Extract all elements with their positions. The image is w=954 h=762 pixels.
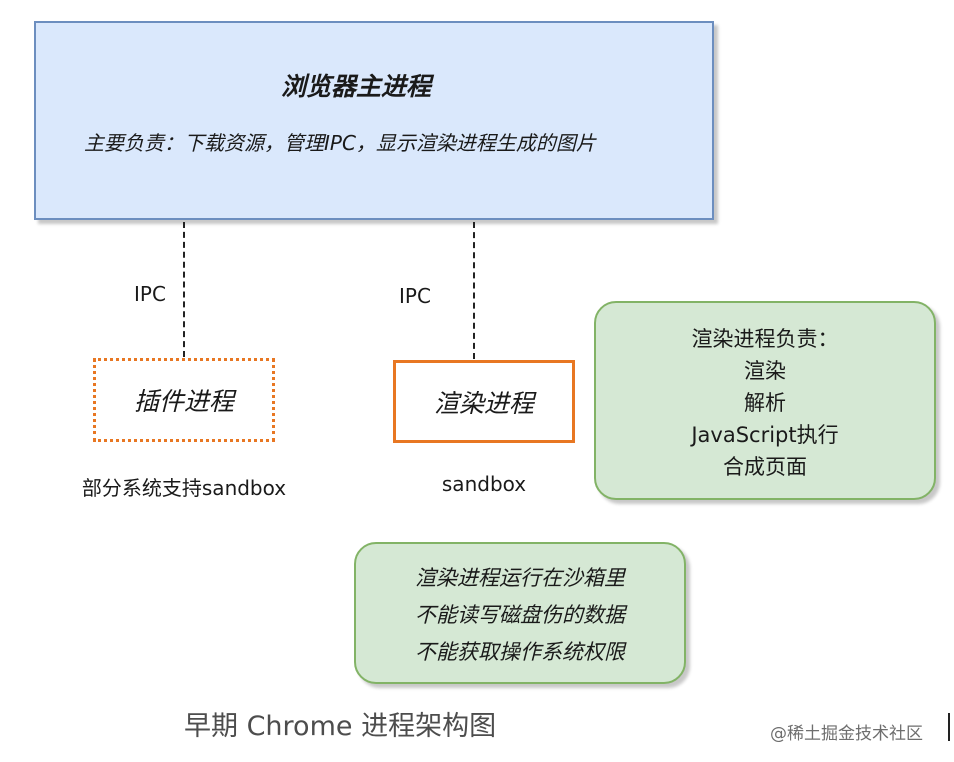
render-process-caption: sandbox: [441, 472, 527, 496]
plugin-process-caption: 部分系统支持sandbox: [81, 476, 287, 500]
ipc-label-plugin: IPC: [134, 282, 166, 306]
render-duties-line: 渲染进程负责：: [691, 327, 839, 351]
ipc-connector-plugin: [183, 222, 185, 357]
render-duties-line: 解析: [744, 391, 786, 415]
sandbox-note-line: 渲染进程运行在沙箱里: [415, 566, 625, 590]
main-process-description: 主要负责：下载资源，管理IPC，显示渲染进程生成的图片: [84, 131, 596, 155]
plugin-process-label: 插件进程: [133, 387, 234, 416]
sandbox-note-line: 不能读写磁盘伤的数据: [415, 603, 625, 627]
sandbox-note: 渲染进程运行在沙箱里 不能读写磁盘伤的数据 不能获取操作系统权限: [354, 542, 686, 684]
render-process-label: 渲染进程: [433, 388, 534, 418]
ipc-connector-render: [473, 222, 475, 359]
browser-main-process-box: 浏览器主进程 主要负责：下载资源，管理IPC，显示渲染进程生成的图片: [34, 21, 714, 220]
sandbox-note-line: 不能获取操作系统权限: [415, 640, 625, 664]
text-cursor: [948, 713, 950, 741]
diagram-title: 早期 Chrome 进程架构图: [184, 711, 497, 742]
render-process-box: 渲染进程: [393, 360, 575, 443]
render-duties-line: JavaScript执行: [691, 423, 839, 447]
ipc-label-render: IPC: [399, 284, 431, 308]
render-duties-line: 合成页面: [723, 455, 807, 479]
render-duties-line: 渲染: [744, 359, 786, 383]
main-process-title: 浏览器主进程: [280, 72, 431, 101]
watermark: @稀土掘金技术社区: [770, 724, 923, 744]
render-duties-note: 渲染进程负责： 渲染 解析 JavaScript执行 合成页面: [594, 301, 936, 500]
plugin-process-box: 插件进程: [93, 358, 275, 442]
